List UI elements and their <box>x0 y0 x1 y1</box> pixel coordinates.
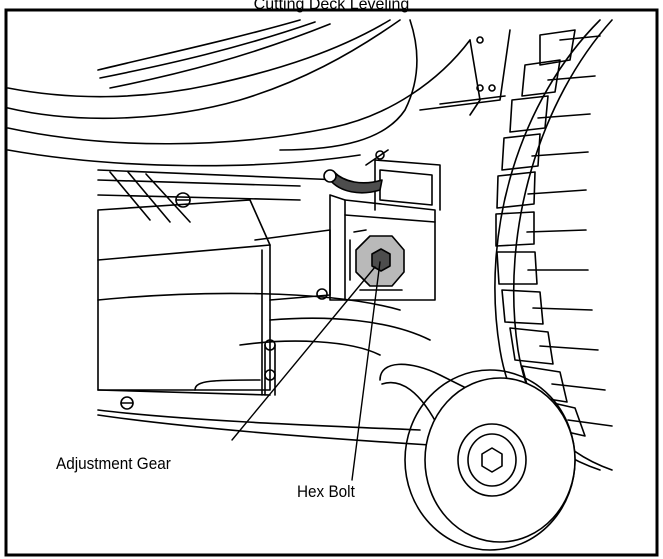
mower-body-panel <box>8 20 510 166</box>
deck-roller <box>380 364 575 550</box>
handle-knob <box>324 170 336 182</box>
deck-housing <box>98 200 330 409</box>
callout-hex-bolt: Hex Bolt <box>297 482 355 502</box>
deck-surface <box>98 293 430 445</box>
leader-hex-bolt <box>352 262 380 480</box>
frame-rails <box>98 170 340 222</box>
callout-adjustment-gear: Adjustment Gear <box>56 454 171 474</box>
